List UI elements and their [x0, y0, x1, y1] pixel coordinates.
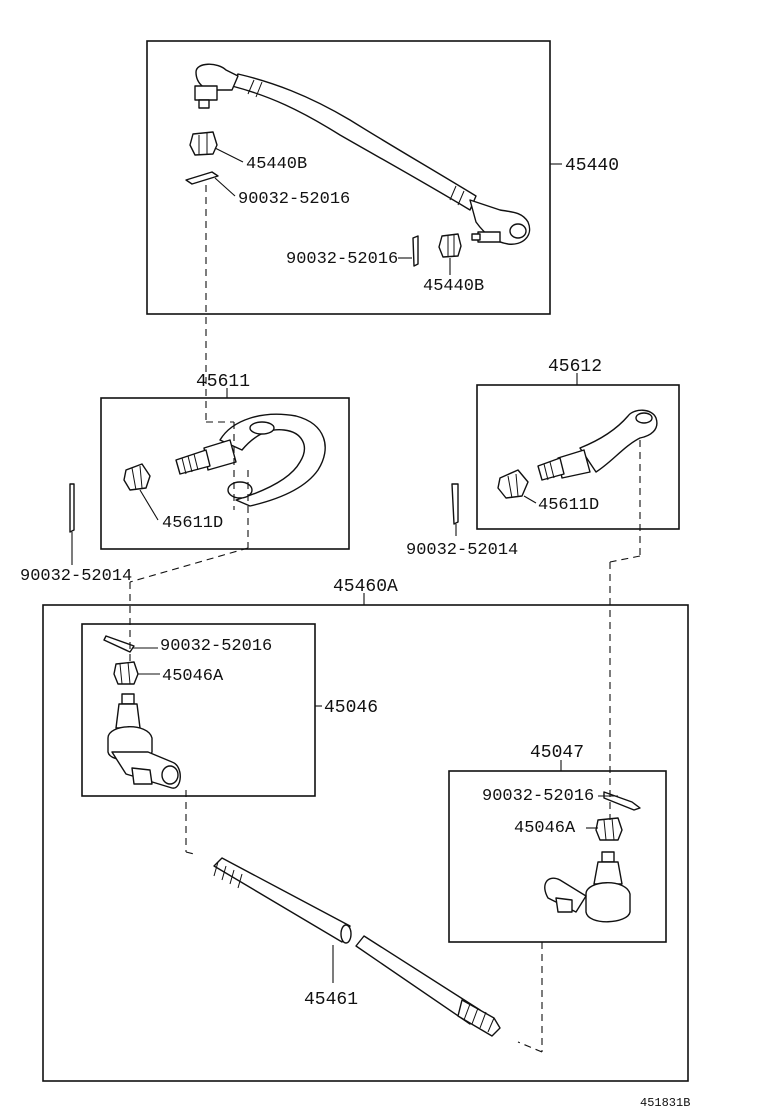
label-cotter-pin-lower: 90032-52016: [286, 250, 398, 269]
knuckle-arm-left-drawing: [123, 413, 326, 507]
knuckle-arm-right-box: [476, 384, 680, 530]
drag-link-group: 45460A 45046 90032-52016 45046A 45047: [42, 577, 689, 1082]
knuckle-arm-left-group: 45611 45611D 90032-52014: [20, 372, 350, 586]
knuckle-arm-right-group: 45612 45611D 90032-52014: [406, 357, 680, 560]
dashed-connectors: [129, 185, 641, 1053]
tie-rod-drawing: [185, 63, 531, 267]
label-45440b-upper: 45440B: [246, 155, 307, 174]
label-cotter-pin-end-right: 90032-52016: [482, 787, 594, 806]
end-right-drawing: [544, 791, 641, 923]
end-left-box: [81, 623, 316, 797]
end-right-box: [448, 770, 667, 943]
label-45612: 45612: [548, 357, 602, 377]
tie-rod-group: 45440 45440B 90032-52: [146, 40, 619, 315]
label-45440: 45440: [565, 156, 619, 176]
label-45611: 45611: [196, 372, 250, 392]
label-45611d-left: 45611D: [162, 514, 223, 533]
end-left-drawing: [103, 635, 181, 789]
cotter-pin-left-arm: [69, 483, 75, 533]
label-45611d-right: 45611D: [538, 496, 599, 515]
label-45046: 45046: [324, 698, 378, 718]
knuckle-arm-right-drawing: [497, 409, 658, 499]
label-45461: 45461: [304, 990, 358, 1010]
label-90032-52014-left: 90032-52014: [20, 567, 132, 586]
diagram-code: 451831B: [640, 1096, 690, 1110]
tie-rod-box: [146, 40, 551, 315]
label-45440b-lower: 45440B: [423, 277, 484, 296]
label-45460a: 45460A: [333, 577, 398, 597]
label-cotter-pin-upper: 90032-52016: [238, 190, 350, 209]
cotter-pin-right-arm: [451, 483, 459, 525]
label-45046a-right: 45046A: [514, 819, 576, 838]
knuckle-arm-left-box: [100, 397, 350, 550]
label-45046a-left: 45046A: [162, 667, 224, 686]
label-cotter-pin-end-left: 90032-52016: [160, 637, 272, 656]
drag-link-box: [42, 604, 689, 1082]
rod-tube-drawing: [213, 857, 501, 1037]
label-45047: 45047: [530, 743, 584, 763]
label-90032-52014-right: 90032-52014: [406, 541, 518, 560]
